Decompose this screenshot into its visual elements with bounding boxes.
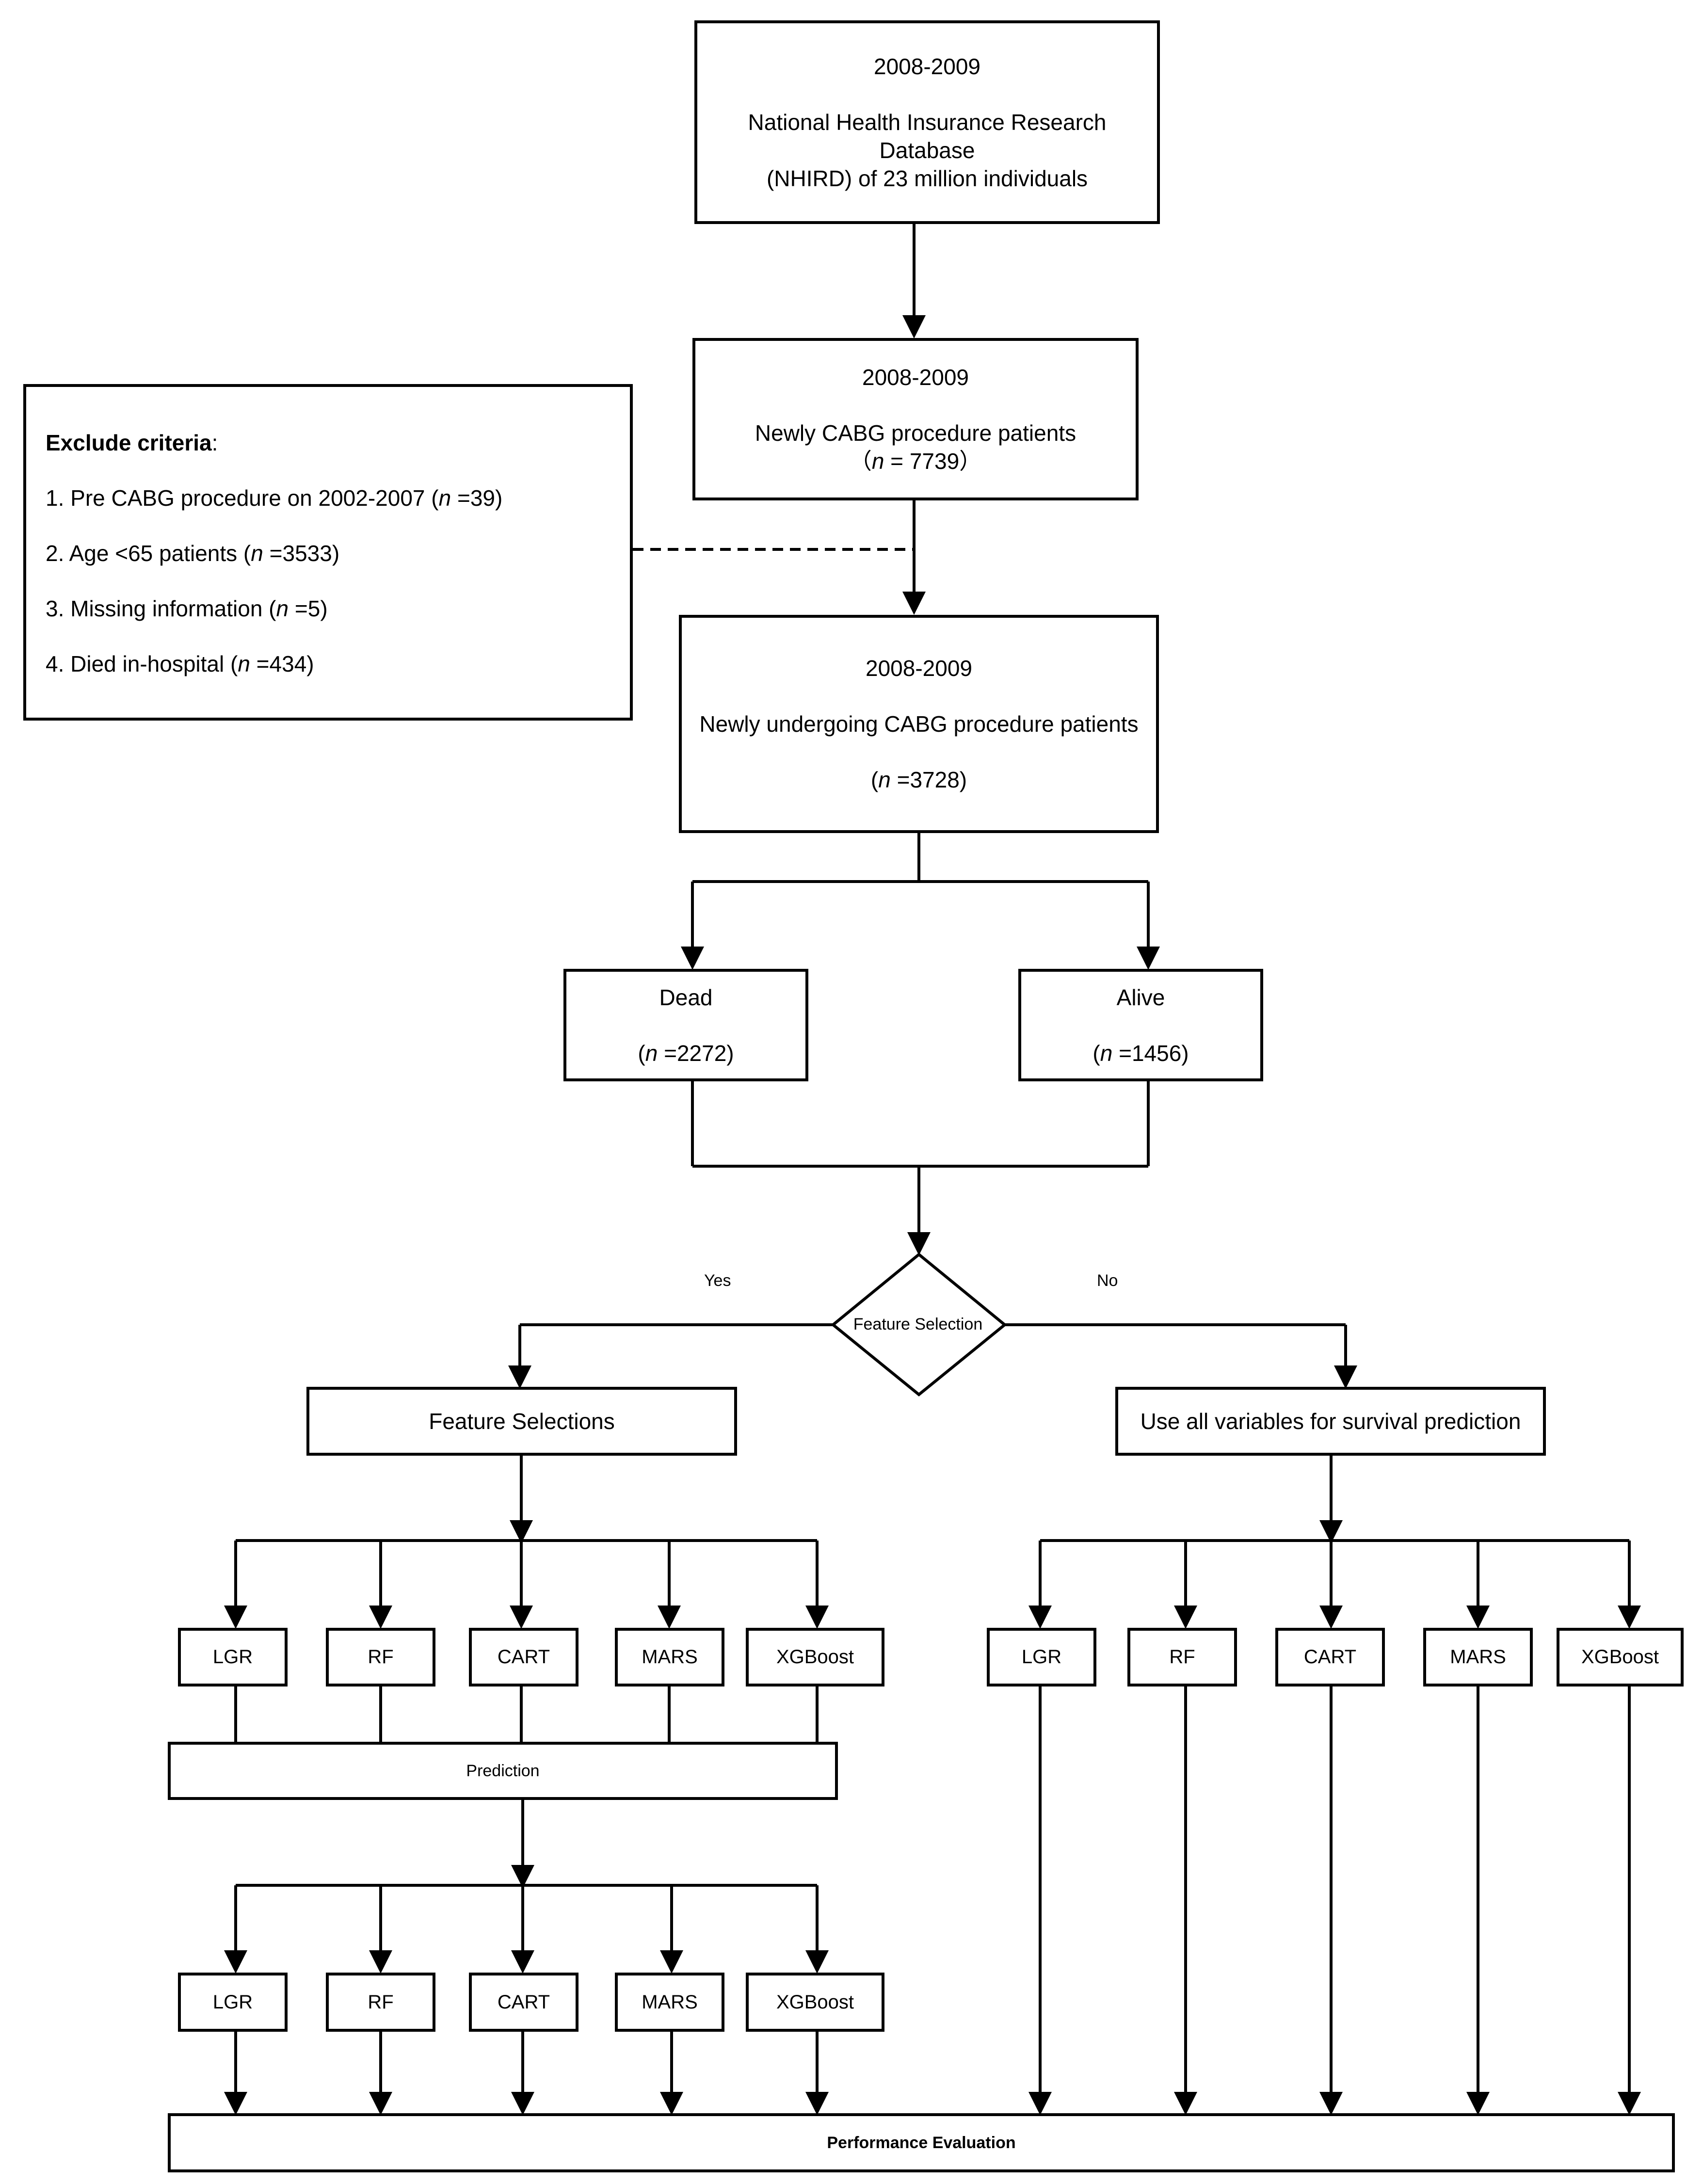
newly-cabg-title: Newly CABG procedure patients xyxy=(755,420,1076,446)
exclusion-item: 2. Age <65 patients (n =3533) xyxy=(46,541,340,566)
undergoing-year: 2008-2009 xyxy=(866,656,972,681)
exclusion-criteria-box: Exclude criteria: 1. Pre CABG procedure … xyxy=(23,384,633,721)
model-rf: RF xyxy=(326,1628,435,1686)
database-population: (NHIRD) of 23 million individuals xyxy=(766,165,1088,191)
model-xgboost: XGBoost xyxy=(746,1973,884,2032)
alive-count: (n =1456) xyxy=(1092,1040,1189,1066)
exclusion-item: 1. Pre CABG procedure on 2002-2007 (n =3… xyxy=(46,485,503,511)
newly-cabg-count: （n = 7739） xyxy=(849,449,982,474)
model-xgboost: XGBoost xyxy=(1557,1628,1684,1686)
exclusion-item: 3. Missing information (n =5) xyxy=(46,596,328,621)
performance-evaluation-box: Performance Evaluation xyxy=(168,2113,1675,2172)
no-label: No xyxy=(1097,1271,1118,1290)
model-xgboost: XGBoost xyxy=(746,1628,884,1686)
model-rf: RF xyxy=(1127,1628,1237,1686)
model-mars: MARS xyxy=(615,1628,724,1686)
model-lgr: LGR xyxy=(178,1973,288,2032)
prediction-box: Prediction xyxy=(168,1742,838,1800)
dead-count: (n =2272) xyxy=(638,1040,734,1066)
use-all-variables-box: Use all variables for survival predictio… xyxy=(1115,1387,1546,1456)
model-rf: RF xyxy=(326,1973,435,2032)
alive-title: Alive xyxy=(1116,984,1165,1010)
exclusion-title: Exclude criteria: xyxy=(46,430,218,455)
dead-box: Dead (n =2272) xyxy=(563,969,808,1081)
decision-label: Feature Selection xyxy=(853,1315,983,1333)
model-cart: CART xyxy=(469,1628,578,1686)
model-cart: CART xyxy=(469,1973,578,2032)
alive-box: Alive (n =1456) xyxy=(1018,969,1263,1081)
dead-title: Dead xyxy=(659,984,713,1010)
exclusion-item: 4. Died in-hospital (n =434) xyxy=(46,651,314,676)
undergoing-cabg-box: 2008-2009 Newly undergoing CABG procedur… xyxy=(679,615,1159,833)
model-lgr: LGR xyxy=(987,1628,1096,1686)
model-mars: MARS xyxy=(1423,1628,1533,1686)
undergoing-title: Newly undergoing CABG procedure patients xyxy=(699,711,1139,737)
model-mars: MARS xyxy=(615,1973,724,2032)
database-name: National Health Insurance Research Datab… xyxy=(748,109,1107,163)
decision-diamond xyxy=(831,1253,1007,1397)
yes-label: Yes xyxy=(704,1271,731,1290)
database-box: 2008-2009 National Health Insurance Rese… xyxy=(694,20,1160,224)
undergoing-count: (n =3728) xyxy=(870,767,967,792)
newly-cabg-year: 2008-2009 xyxy=(862,365,969,390)
newly-cabg-box: 2008-2009 Newly CABG procedure patients … xyxy=(692,338,1139,500)
model-cart: CART xyxy=(1275,1628,1385,1686)
feature-selections-box: Feature Selections xyxy=(306,1387,737,1456)
model-lgr: LGR xyxy=(178,1628,288,1686)
database-year: 2008-2009 xyxy=(874,53,980,79)
